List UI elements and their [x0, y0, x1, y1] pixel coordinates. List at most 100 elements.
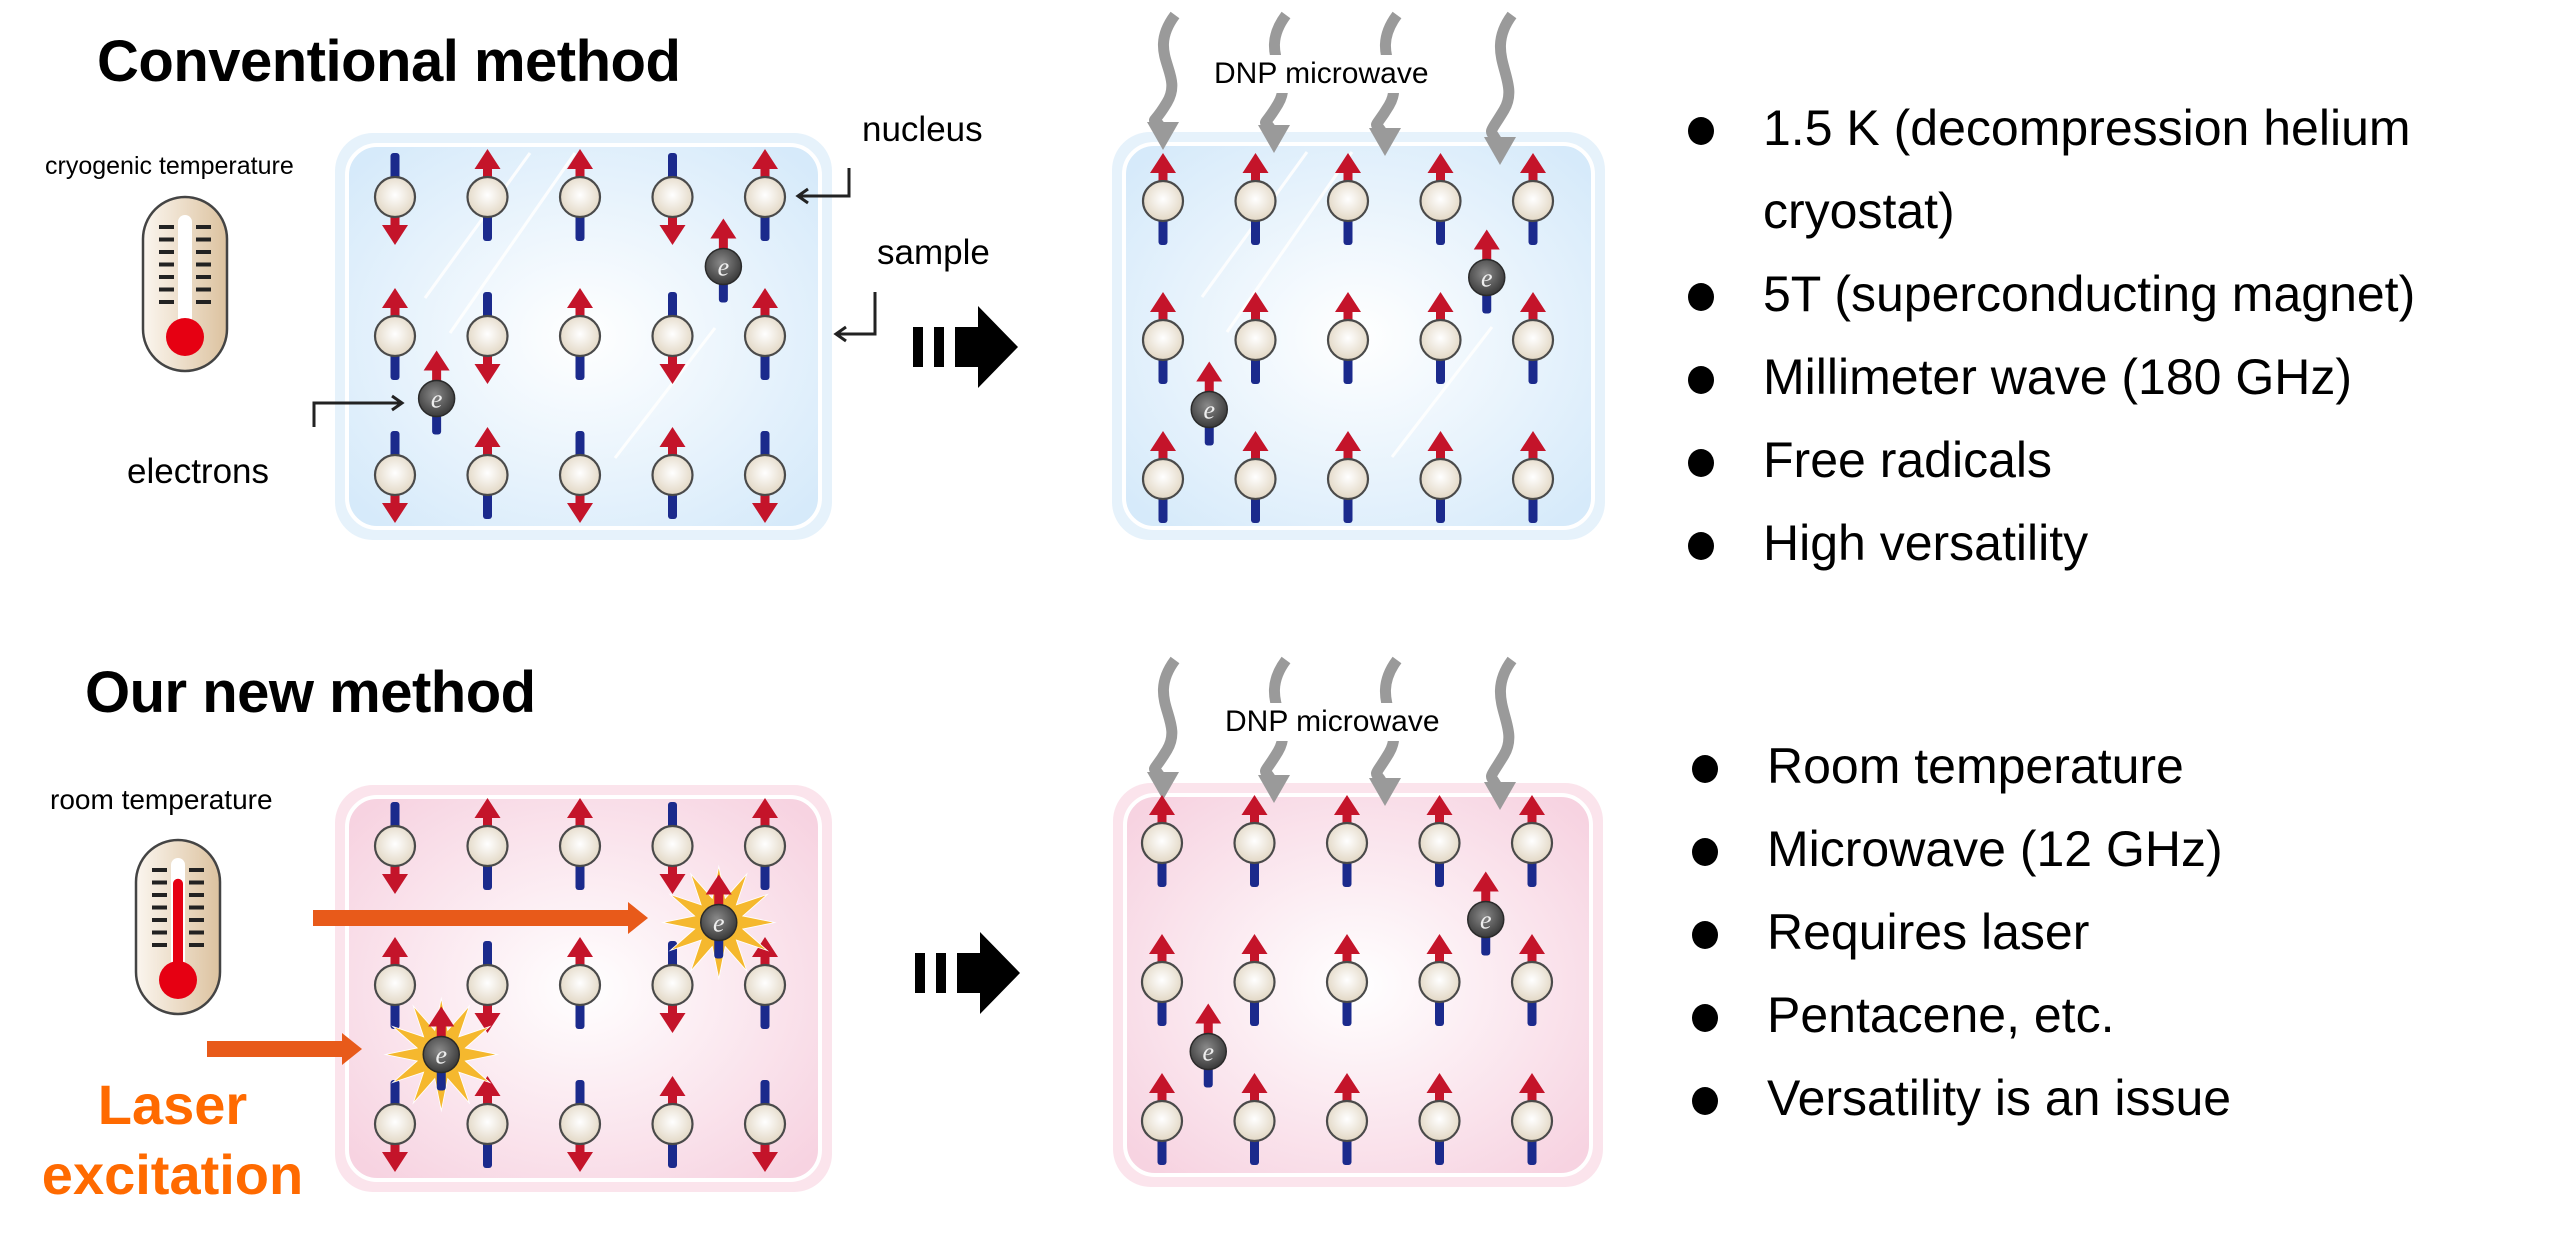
microwave-wave [1149, 11, 1180, 135]
nucleus [1141, 179, 1185, 223]
conventional-method-heading: Conventional method [97, 29, 681, 94]
microwave-wave [1486, 11, 1517, 150]
new-method-features-list: Room temperature Microwave (12 GHz) Requ… [1692, 725, 2231, 1140]
nuclear-spin [373, 937, 417, 1029]
spin-arrow-shaft [714, 890, 724, 911]
spin-tail [1435, 857, 1444, 887]
thermometer-tick [159, 225, 174, 229]
bullet-item: Room temperature [1692, 725, 2231, 808]
process-arrow-top [913, 306, 1018, 388]
nucleus [1326, 179, 1370, 223]
spin-tail [1528, 215, 1538, 245]
bullet-item: Millimeter wave (180 GHz) [1688, 336, 2415, 419]
bullet-text-continued: cryostat) [1763, 183, 1955, 239]
laser-beam [207, 1041, 344, 1057]
spin-arrow-down-icon [474, 1013, 501, 1033]
electron-symbol: e [435, 1041, 447, 1070]
nucleus [651, 175, 694, 219]
electron-ball [1467, 900, 1505, 939]
spin-arrow-up-icon [1427, 292, 1454, 312]
nuclear-spin [558, 288, 602, 380]
nucleus [466, 175, 509, 219]
spin-arrow-up-icon [752, 798, 778, 818]
thermometer-tick [196, 262, 211, 267]
thermometer-tick [196, 300, 211, 304]
nucleus [1325, 960, 1369, 1004]
thermometer-tick [152, 943, 167, 947]
spin-tail [483, 860, 492, 890]
spin-tail [483, 1138, 492, 1168]
dnp-microwave-arrow-bottom [1147, 656, 1180, 800]
laser-beam [313, 910, 630, 926]
spin-arrow-down-icon [752, 503, 778, 523]
spin-tail [483, 292, 492, 322]
thermometer-tick [196, 237, 211, 242]
electrons-pointer [312, 394, 405, 427]
microwave-wave [1149, 656, 1180, 785]
thermometer-tick [159, 237, 174, 242]
nucleus [373, 175, 417, 219]
spin-arrow-down-icon [474, 364, 501, 384]
spin-tail [575, 431, 585, 461]
spin-tail [1250, 857, 1259, 887]
bullet-item: Requires laser [1692, 891, 2231, 974]
nuclear-spin [373, 153, 417, 245]
bullet-dot-icon [1688, 283, 1714, 311]
microwave-wave [1260, 656, 1291, 788]
spin-arrow-down-icon [659, 874, 686, 894]
nucleus [1234, 179, 1277, 223]
spin-arrow-up-icon [1241, 795, 1268, 815]
arrow-right-icon [955, 306, 1018, 388]
electron: e [704, 218, 743, 303]
spin-tail [1342, 996, 1352, 1026]
nuclear-spin [1326, 292, 1370, 384]
nucleus [1510, 1099, 1554, 1143]
nucleus [743, 963, 787, 1007]
nuclear-spin [1325, 1073, 1369, 1165]
thermometer-tick [159, 287, 174, 292]
thermometer-tube [178, 215, 192, 325]
bullet-text: 1.5 K (decompression helium [1763, 100, 2411, 156]
cryogenic-temperature-label: cryogenic temperature [45, 152, 294, 180]
pointer-arrowhead [795, 187, 809, 205]
arrow-bar [936, 953, 946, 993]
nucleus [373, 963, 417, 1007]
spin-tail [1436, 493, 1445, 523]
spin-tail [760, 1080, 770, 1110]
dnp-microwave-arrow-top [1147, 11, 1180, 150]
spin-arrow-up-icon [1426, 934, 1453, 954]
glass-highlight [448, 152, 577, 334]
spin-grid: ee [373, 149, 787, 523]
bullet-item: Versatility is an issue [1692, 1057, 2231, 1140]
nuclear-spin [373, 431, 417, 523]
nucleus [1418, 960, 1461, 1004]
thermometer-tick [189, 893, 204, 897]
bullet-dot-icon [1688, 449, 1714, 477]
pointer-line [798, 168, 851, 198]
electron-symbol: e [713, 908, 725, 937]
spin-tail [1157, 857, 1167, 887]
electron: e [1190, 361, 1228, 446]
spin-arrow-up-icon [659, 427, 686, 447]
spin-arrow-up-icon [1241, 1073, 1268, 1093]
nuclear-spin [466, 798, 509, 890]
laser-arrowhead-icon [342, 1033, 362, 1065]
spin-arrow-up-icon [1150, 292, 1176, 312]
bullet-item: High versatility [1688, 502, 2415, 585]
spin-tail [1435, 996, 1444, 1026]
bullet-item: Microwave (12 GHz) [1692, 808, 2231, 891]
spin-arrow-up-icon [1334, 1073, 1360, 1093]
spin-arrow-down-icon [752, 1152, 778, 1172]
glass-highlight [1390, 326, 1494, 458]
bullet-text: Requires laser [1767, 904, 2090, 960]
nucleus [1233, 960, 1276, 1004]
spin-arrow-shaft [1482, 245, 1492, 266]
nucleus [651, 963, 694, 1007]
bullet-item: 1.5 K (decompression helium cryostat) [1688, 87, 2415, 253]
spin-tail [1250, 996, 1259, 1026]
nucleus [743, 175, 787, 219]
nucleus [1510, 821, 1554, 865]
spin-tail [483, 941, 492, 971]
nuclear-spin [1140, 795, 1184, 887]
